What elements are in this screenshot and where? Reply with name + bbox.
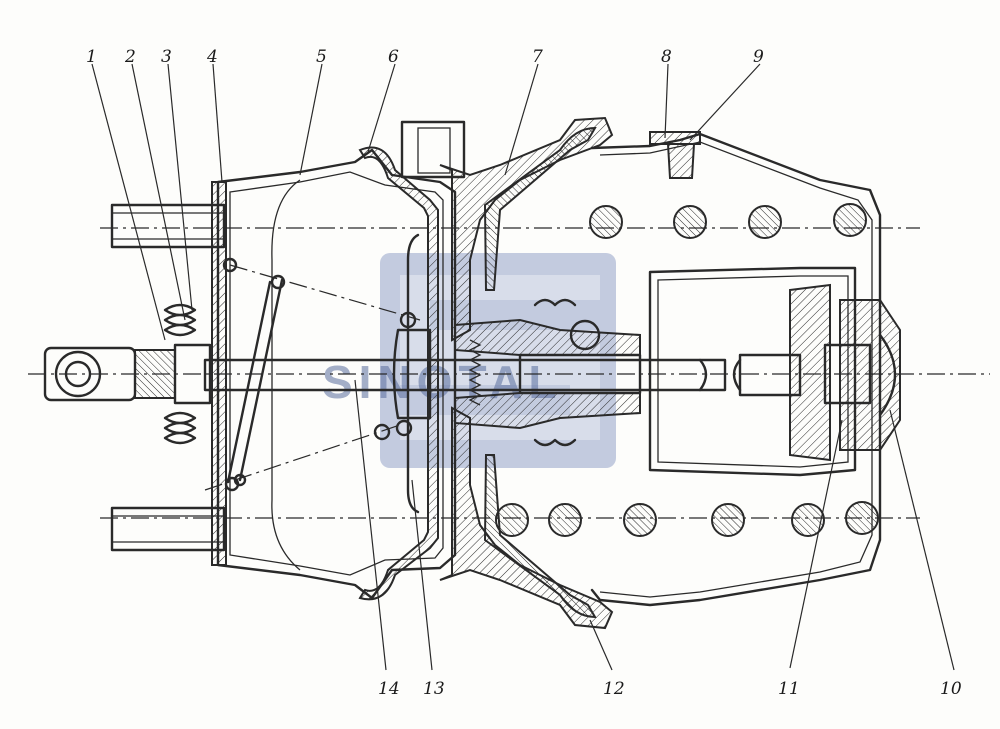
callout-14: 14 — [378, 679, 400, 699]
callout-1: 1 — [86, 47, 97, 67]
breather-cap — [649, 131, 701, 179]
boot-spring — [163, 303, 197, 445]
callouts: 1 2 3 4 5 6 7 8 9 10 11 12 13 14 — [86, 47, 962, 699]
callout-13: 13 — [423, 679, 445, 699]
parking-diaphragm — [483, 126, 597, 291]
callout-12: 12 — [603, 679, 625, 699]
inner-spring — [468, 339, 482, 406]
callout-3: 3 — [161, 47, 172, 67]
port-boss — [400, 120, 466, 179]
clevis-eye — [43, 343, 212, 405]
pushrod — [203, 358, 727, 392]
lower-mounting-stud — [110, 506, 226, 552]
callout-4: 4 — [206, 47, 218, 67]
callout-9: 9 — [753, 47, 764, 67]
pressure-plate — [406, 233, 420, 514]
callout-7: 7 — [532, 47, 543, 67]
power-spring-coils — [495, 203, 879, 537]
callout-8: 8 — [661, 47, 672, 67]
callout-5: 5 — [316, 47, 327, 67]
callout-11: 11 — [778, 679, 800, 699]
spring-piston — [648, 266, 857, 477]
front-return-spring — [238, 278, 284, 482]
callout-6: 6 — [388, 47, 399, 67]
callout-2: 2 — [124, 47, 136, 67]
piston-guide — [454, 298, 642, 447]
release-nut — [789, 283, 901, 462]
front-diaphragm — [358, 146, 439, 601]
front-wall — [211, 181, 227, 566]
callout-10: 10 — [940, 679, 962, 699]
